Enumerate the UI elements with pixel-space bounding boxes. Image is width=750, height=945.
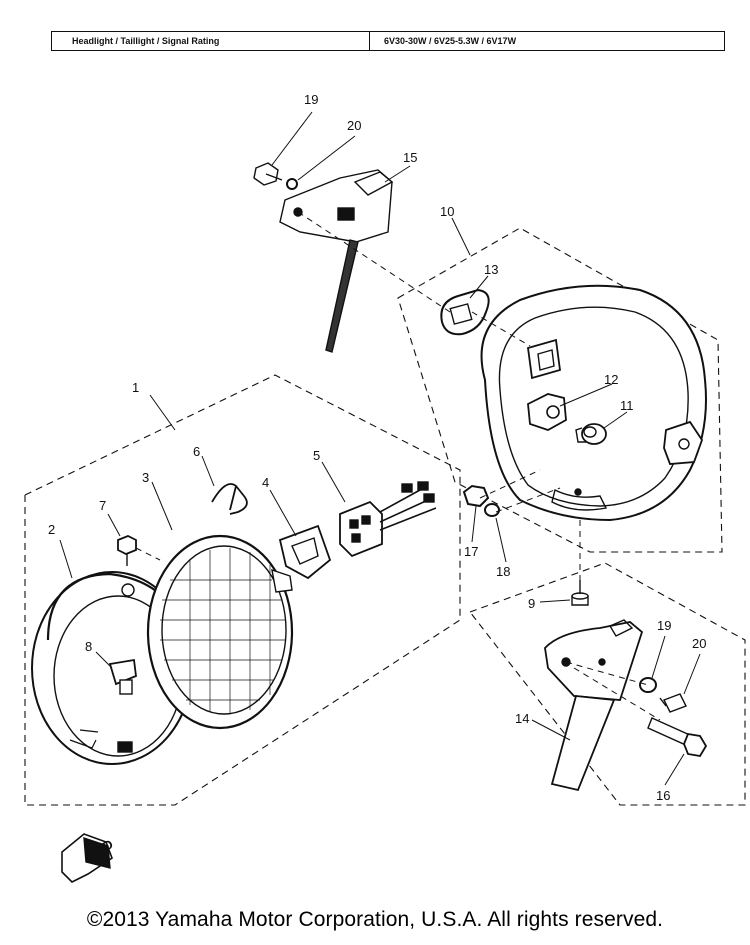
headlight-body	[480, 284, 707, 522]
connector-5	[339, 481, 437, 558]
callout-1: 1	[132, 380, 139, 395]
grommet	[440, 288, 490, 336]
bolt-lower-19	[659, 693, 687, 713]
callout-14: 14	[515, 711, 529, 726]
clip-8	[108, 658, 137, 695]
callout-6: 6	[193, 444, 200, 459]
washer-top	[286, 178, 298, 190]
bolt-16	[647, 717, 708, 757]
lower-bracket	[544, 619, 644, 792]
spec-label: Headlight / Taillight / Signal Rating	[52, 32, 370, 50]
callout-3: 3	[142, 470, 149, 485]
socket-cover-4	[278, 524, 332, 580]
sealed-beam-unit	[146, 534, 294, 730]
callout-5: 5	[313, 448, 320, 463]
group-outline-body	[397, 227, 723, 553]
callout-17: 17	[464, 544, 478, 559]
callout-12: 12	[604, 372, 618, 387]
group-outline-bracket	[469, 562, 746, 806]
callout-19-lower: 20	[692, 636, 706, 651]
callout-16: 16	[656, 788, 670, 803]
spec-table: Headlight / Taillight / Signal Rating 6V…	[51, 31, 725, 51]
bulb-holder-11	[575, 423, 607, 445]
callout-18: 18	[496, 564, 510, 579]
washer-18	[484, 503, 500, 517]
screw-7	[117, 535, 137, 566]
fwd-arrow-badge	[61, 833, 113, 883]
callout-19: 19	[304, 92, 318, 107]
callout-20-lower: 19	[657, 618, 671, 633]
spring-6	[211, 483, 248, 515]
callout-2: 2	[48, 522, 55, 537]
upper-bracket	[279, 169, 394, 353]
callout-9: 9	[528, 596, 535, 611]
group-outline-headlight	[24, 374, 461, 806]
callout-11: 11	[620, 398, 634, 413]
nut-17	[462, 484, 490, 508]
callout-4: 4	[262, 475, 269, 490]
bolt-9	[571, 580, 589, 606]
spec-value: 6V30-30W / 6V25-5.3W / 6V17W	[384, 36, 517, 46]
callout-20: 20	[347, 118, 361, 133]
copyright-footer: ©2013 Yamaha Motor Corporation, U.S.A. A…	[86, 908, 664, 931]
callout-7: 7	[99, 498, 106, 513]
callout-8: 8	[85, 639, 92, 654]
washer-lower	[639, 677, 657, 693]
callout-15: 15	[403, 150, 417, 165]
callout-13: 13	[484, 262, 498, 277]
callout-10: 10	[440, 204, 454, 219]
bolt-top	[253, 162, 283, 186]
